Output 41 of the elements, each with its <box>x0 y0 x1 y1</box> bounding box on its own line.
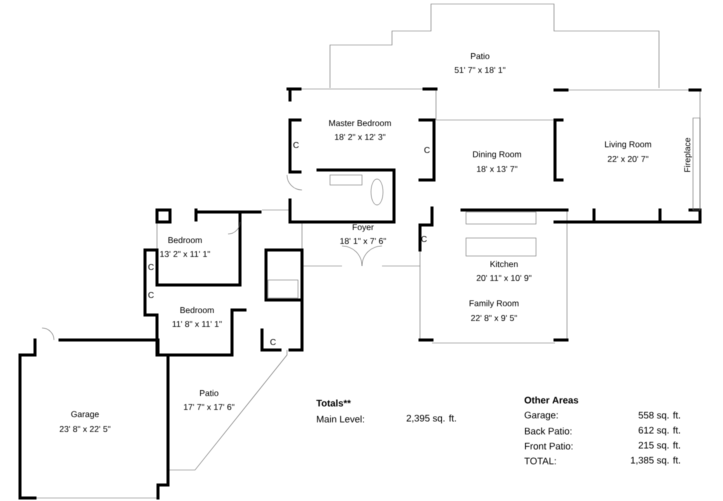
room-dimension: 23' 8" x 22' 5" <box>60 426 110 432</box>
room-label: Garage <box>71 411 99 419</box>
room-dimension: 20' 11" x 10' 9" <box>476 275 532 281</box>
fireplace-label: Fireplace <box>684 138 692 172</box>
area-value: 1,385 sq. ft. <box>631 456 680 466</box>
room-label: Patio <box>471 52 490 60</box>
area-name: Main Level: <box>317 416 364 422</box>
closet-label: C <box>424 147 430 153</box>
room-label: Bedroom <box>168 236 202 244</box>
room-dimension: 18' 2" x 12' 3" <box>334 134 386 140</box>
area-name: Front Patio: <box>525 442 572 450</box>
room-label: Dining Room <box>473 151 521 159</box>
room-label: Foyer <box>352 224 374 232</box>
closet-label: C <box>148 264 154 270</box>
closet-label: C <box>293 142 299 148</box>
room-label: Living Room <box>605 141 652 149</box>
room-dimension: 22' 8" x 9' 5" <box>471 315 517 321</box>
room-label: Family Room <box>470 300 518 308</box>
room-dimension: 18' 1" x 7' 6" <box>340 238 386 244</box>
closet-label: C <box>148 292 154 298</box>
room-dimension: 51' 7" x 18' 1" <box>454 67 506 73</box>
room-dimension: 17' 7" x 17' 6" <box>184 404 234 410</box>
area-name: Garage: <box>524 412 558 420</box>
room-dimension: 11' 8" x 11' 1" <box>172 321 222 327</box>
closet-label: C <box>421 236 427 242</box>
areas-heading: Other Areas <box>524 396 578 404</box>
closet-label: C <box>270 339 276 345</box>
room-dimension: 22' x 20' 7" <box>608 156 648 162</box>
area-name: TOTAL: <box>524 458 556 464</box>
room-dimension: 13' 2" x 11' 1" <box>160 251 210 257</box>
room-label: Patio <box>200 390 218 396</box>
area-value: 2,395 sq. ft. <box>406 414 456 424</box>
area-value: 215 sq. ft. <box>638 442 680 450</box>
totals-heading: Totals** <box>316 400 351 406</box>
area-name: Back Patio: <box>525 428 572 434</box>
area-value: 612 sq. ft. <box>638 426 680 436</box>
room-label: Kitchen <box>490 260 518 268</box>
room-label: Bedroom <box>180 306 214 314</box>
room-label: Master Bedroom <box>329 120 391 126</box>
area-value: 558 sq. ft. <box>638 412 680 420</box>
room-dimension: 18' x 13' 7" <box>477 166 518 172</box>
